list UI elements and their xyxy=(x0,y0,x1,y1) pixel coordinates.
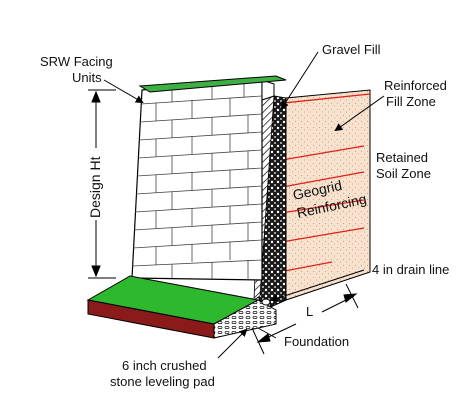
label-foundation: Foundation xyxy=(284,334,349,349)
label-retained-line2: Soil Zone xyxy=(376,166,431,181)
label-retained-line1: Retained xyxy=(376,150,428,165)
srw-wall-face xyxy=(131,79,263,281)
drain-pipe-icon xyxy=(261,298,271,306)
label-pad-line1: 6 inch crushed xyxy=(122,358,207,373)
design-ht-dimension xyxy=(88,89,116,279)
label-design-ht: Design Ht xyxy=(87,156,103,218)
label-reinforced-line2: Fill Zone xyxy=(386,94,436,109)
label-srw-line1: SRW Facing xyxy=(40,54,113,69)
leveling-pad-side xyxy=(213,299,277,339)
wall-cap xyxy=(138,75,287,93)
label-length: L xyxy=(306,304,313,319)
label-reinforced-line1: Reinforced xyxy=(384,78,447,93)
leader-lines xyxy=(103,51,385,359)
brick-courses xyxy=(131,95,263,267)
srw-wall-side xyxy=(261,79,275,101)
label-drain-line: 4 in drain line xyxy=(372,262,449,277)
label-pad-line2: stone leveling pad xyxy=(110,374,215,389)
brick-joints xyxy=(155,82,249,280)
label-srw-line2: Units xyxy=(72,70,102,85)
label-gravel-fill: Gravel Fill xyxy=(322,42,381,57)
length-dimension xyxy=(251,283,359,355)
